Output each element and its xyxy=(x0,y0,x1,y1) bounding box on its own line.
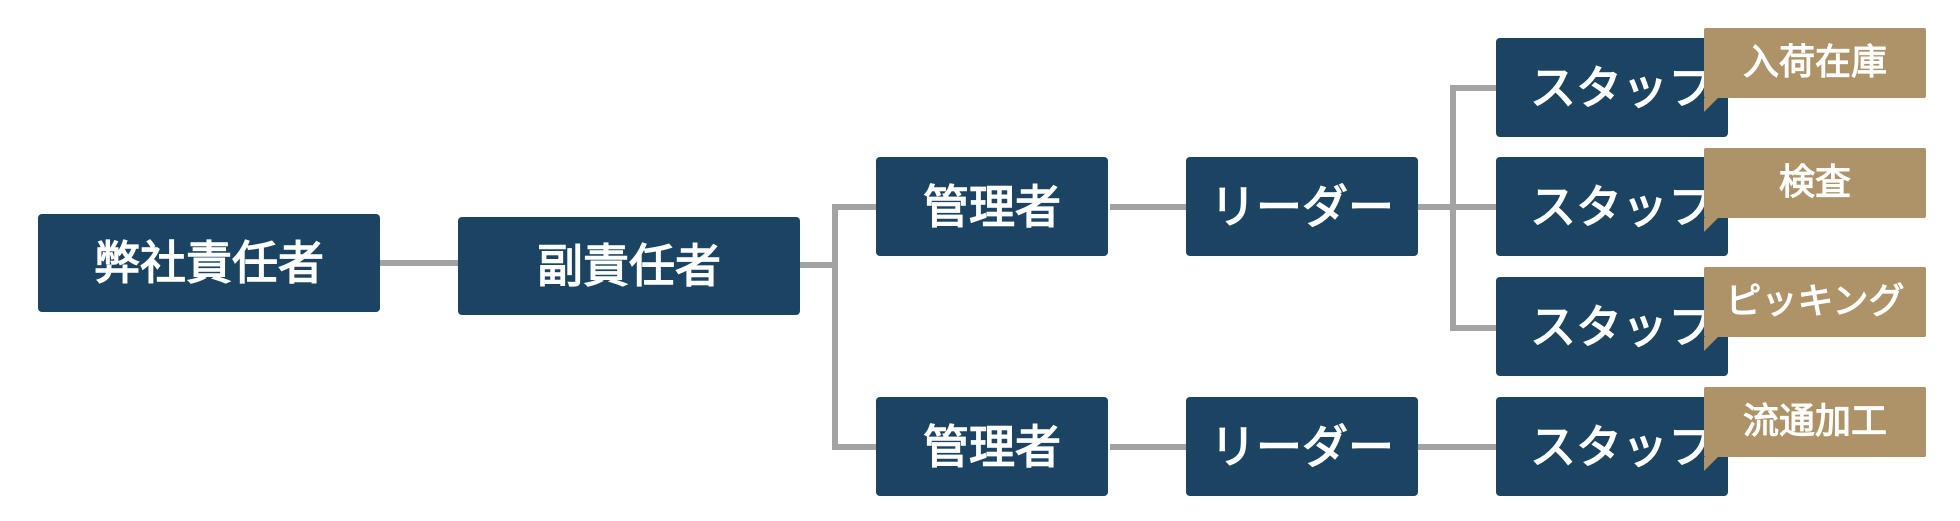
connector xyxy=(832,204,838,450)
connector xyxy=(380,260,460,266)
staff-node: スタッフ xyxy=(1496,397,1728,496)
leader-node: リーダー xyxy=(1186,397,1418,496)
leader-node: リーダー xyxy=(1186,157,1418,256)
connector xyxy=(1418,444,1496,450)
connector xyxy=(1110,444,1186,450)
manager-node: 管理者 xyxy=(876,397,1108,496)
connector xyxy=(832,204,876,210)
task-tag: 入荷在庫 xyxy=(1704,28,1926,112)
staff-node: スタッフ xyxy=(1496,157,1728,256)
connector xyxy=(1450,204,1496,210)
connector xyxy=(1450,325,1496,331)
connector xyxy=(800,262,838,268)
connector xyxy=(1110,204,1186,210)
task-tag: ピッキング xyxy=(1704,267,1926,351)
connector xyxy=(1418,204,1454,210)
task-tag: 流通加工 xyxy=(1704,387,1926,471)
staff-node: スタッフ xyxy=(1496,38,1728,137)
deputy-node: 副責任者 xyxy=(458,217,800,315)
connector xyxy=(1450,85,1496,91)
root-node: 弊社責任者 xyxy=(38,214,380,312)
connector xyxy=(832,444,876,450)
manager-node: 管理者 xyxy=(876,157,1108,256)
staff-node: スタッフ xyxy=(1496,277,1728,376)
task-tag: 検査 xyxy=(1704,148,1926,232)
